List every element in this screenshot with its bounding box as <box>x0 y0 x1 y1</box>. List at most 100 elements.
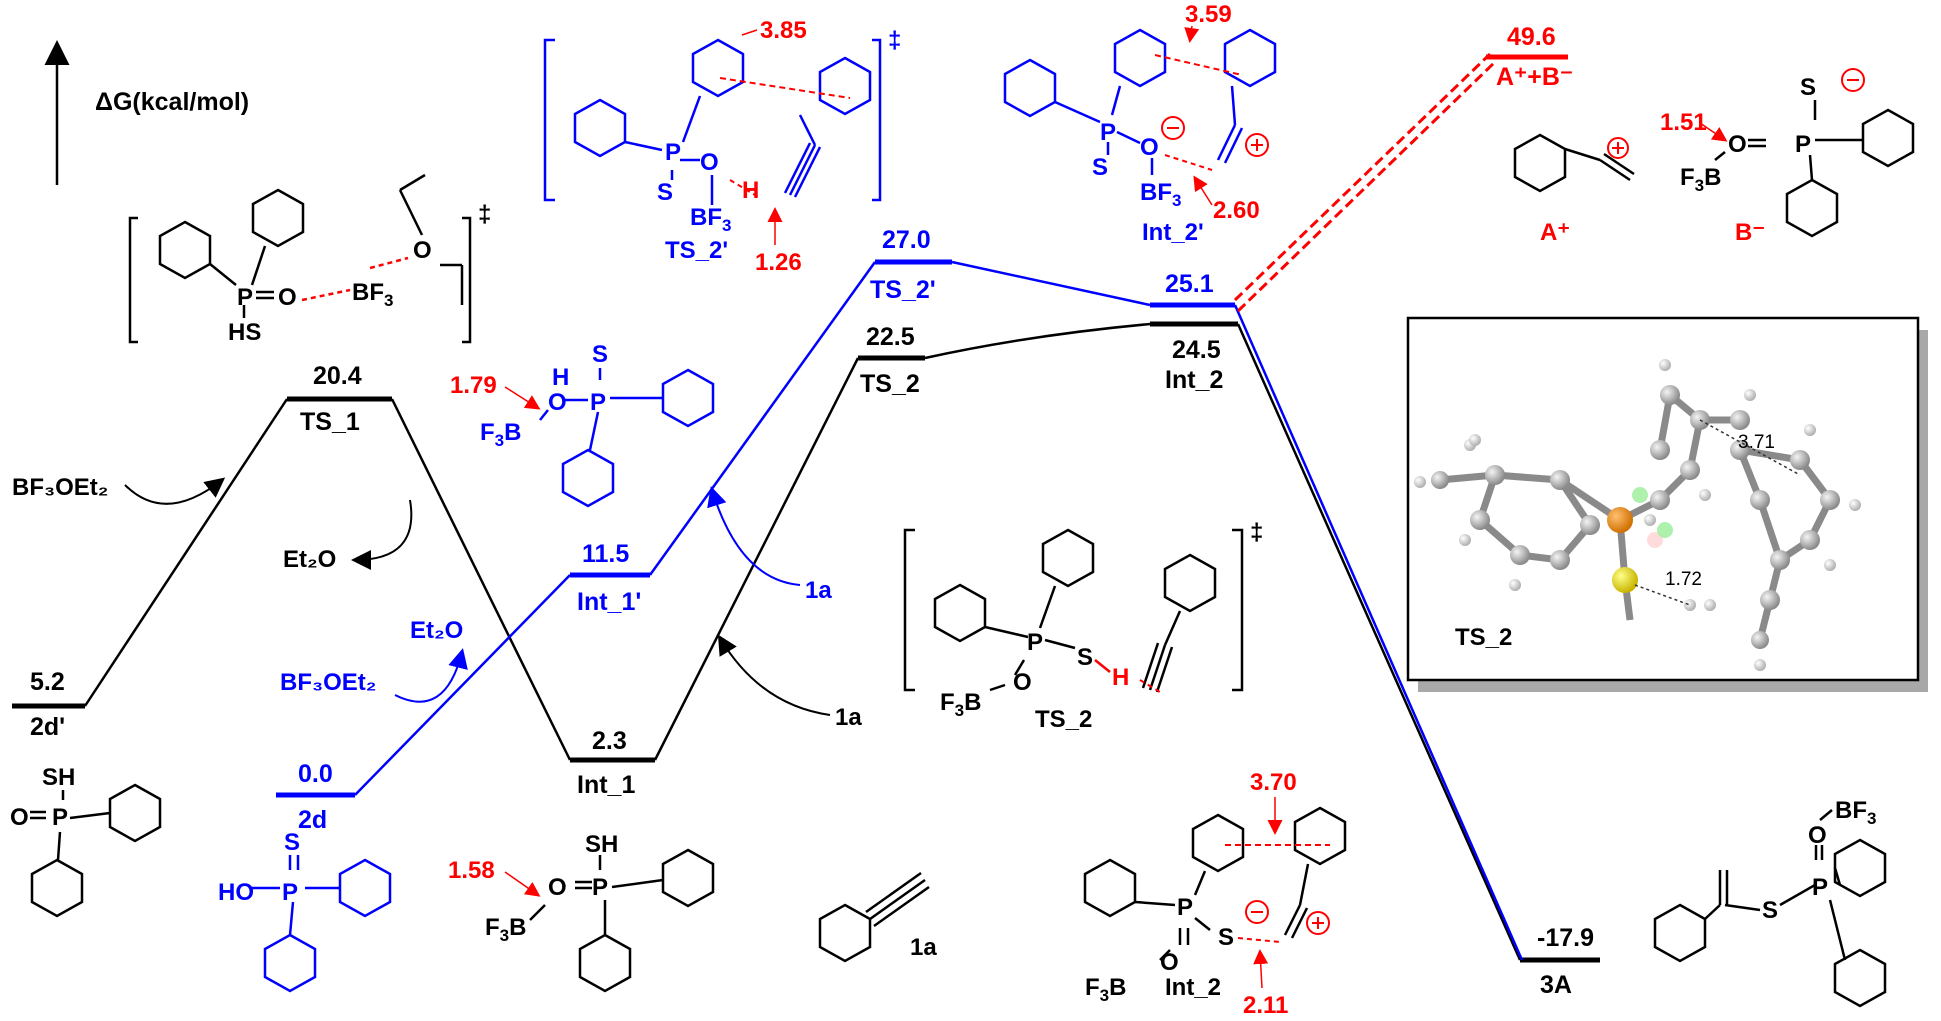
b-minus-atom-o: O <box>1728 131 1747 158</box>
name-3a: 3A <box>1540 971 1572 999</box>
ts2-dagger: ‡ <box>1250 519 1263 546</box>
ts2-atom-o: O <box>1013 669 1032 696</box>
value-ts2-prime: 27.0 <box>882 226 931 254</box>
ion-a-label: A⁺ <box>1540 219 1570 246</box>
structure-ts2 <box>903 528 1244 693</box>
int2p-atom-s: S <box>1092 154 1108 181</box>
value-a-plus-b-minus: 49.6 <box>1507 23 1556 51</box>
red-dissociation <box>1233 52 1497 313</box>
reagent-arrow-1a-blue <box>707 486 801 586</box>
int2-plus-charge <box>1306 911 1330 935</box>
int2-atom-s: S <box>1218 924 1234 951</box>
ts2p-atom-s: S <box>657 179 673 206</box>
name-2d: 2d <box>298 806 327 834</box>
ts2-red-bond <box>1094 659 1111 673</box>
name-ts2-prime: TS_2' <box>870 276 936 304</box>
blue-pathway <box>354 260 1524 961</box>
value-3a: -17.9 <box>1537 924 1594 952</box>
3a-atom-o: O <box>1808 822 1827 849</box>
ts2p-bf3: BF3 <box>690 204 731 235</box>
dist-int1p-bo: 1.79 <box>450 372 497 399</box>
ts1-atom-p: P <box>237 284 253 311</box>
value-int2-prime: 25.1 <box>1165 270 1214 298</box>
arrow-ts2p-top <box>741 29 758 36</box>
3a-atom-p: P <box>1812 874 1828 901</box>
reagent-arrow-bf3oet2 <box>124 477 226 505</box>
int2-atom-p: P <box>1177 894 1193 921</box>
ts2p-atom-h: H <box>742 177 759 204</box>
inset-distance-1: 3.71 <box>1738 432 1775 453</box>
int1p-atom-s: S <box>592 341 608 368</box>
ts1-atom-o-ether: O <box>413 237 432 264</box>
int1-atom-sh: SH <box>585 831 618 858</box>
value-2d: 0.0 <box>298 760 333 788</box>
structure-int1 <box>529 848 715 993</box>
name-ts1: TS_1 <box>300 408 360 436</box>
b-minus-f3b: F3B <box>1680 164 1721 195</box>
reagent-et2o-blue: Et₂O <box>410 617 463 644</box>
mol-1a-label: 1a <box>910 934 937 961</box>
b-minus-atom-s: S <box>1800 74 1816 101</box>
reagent-arrow-1a-black <box>717 634 831 716</box>
int2-red-dash-cs <box>1237 937 1281 943</box>
int1p-atom-h: H <box>552 364 569 391</box>
int1p-atom-p: P <box>590 389 606 416</box>
dist-int2p-bf: 2.60 <box>1213 197 1260 224</box>
structure-2d-prime <box>30 783 162 918</box>
reagent-bf3oet2-blue: BF₃OEt₂ <box>280 669 376 696</box>
dist-ts2p-top: 3.85 <box>760 17 807 44</box>
reagent-arrow-et2o <box>351 499 413 570</box>
arrow-int2p-bf <box>1193 175 1213 206</box>
structure-2d <box>250 855 392 993</box>
inset-caption: TS_2 <box>1455 624 1512 651</box>
2d-atom-s: S <box>284 829 300 856</box>
dist-int2-top: 3.70 <box>1250 769 1297 796</box>
2dp-atom-sh: SH <box>42 764 75 791</box>
ts2p-red-dash-top <box>719 77 851 99</box>
int2p-atom-p: P <box>1100 119 1116 146</box>
structure-ts2-prime <box>543 38 882 205</box>
int1-f3b: F3B <box>485 914 526 945</box>
int2p-bf3: BF3 <box>1140 179 1181 210</box>
ts1-atom-o: O <box>278 284 297 311</box>
ts2-atom-s: S <box>1077 644 1093 671</box>
structure-int2 <box>1083 806 1347 961</box>
ts2-red-dash <box>1139 679 1161 693</box>
name-a-plus-b-minus: A⁺+B⁻ <box>1496 63 1573 91</box>
structure-int2-prime <box>1003 28 1277 175</box>
int2p-red-dash-bf <box>1164 154 1213 171</box>
value-int2: 24.5 <box>1172 336 1221 364</box>
2dp-atom-o: O <box>10 804 29 831</box>
b-minus-atom-p: P <box>1795 131 1811 158</box>
ts2p-red-dash-h <box>729 179 761 199</box>
inset-model <box>1414 359 1861 671</box>
int2p-minus-charge <box>1161 116 1185 140</box>
int2p-struct-label: Int_2' <box>1142 219 1204 246</box>
arrow-int1-bo <box>504 871 541 897</box>
value-ts1: 20.4 <box>313 362 362 390</box>
structure-3a <box>1653 809 1887 1008</box>
black-levels <box>12 321 1600 963</box>
2d-atom-ho: HO <box>218 879 254 906</box>
structure-int1-prime <box>539 368 715 508</box>
int2p-atom-o: O <box>1140 134 1159 161</box>
int2-f3b: F3B <box>1085 974 1126 1005</box>
reagent-1a-black: 1a <box>835 704 862 731</box>
2dp-atom-p: P <box>52 804 68 831</box>
ts2p-dagger: ‡ <box>888 27 901 54</box>
arrow-int2p-top <box>1184 25 1200 43</box>
dist-b-bo: 1.51 <box>1660 109 1707 136</box>
ion-b-label: B⁻ <box>1735 219 1765 246</box>
dist-ts2p-h: 1.26 <box>755 249 802 276</box>
arrow-b-bo <box>1699 122 1728 142</box>
ts1-bf3: BF3 <box>352 279 393 310</box>
ts2-atom-p: P <box>1027 629 1043 656</box>
ts2-struct-label: TS_2 <box>1035 706 1092 733</box>
ts1-dagger: ‡ <box>478 201 491 228</box>
int1-atom-p: P <box>592 874 608 901</box>
structure-1a <box>818 871 930 963</box>
structure-a-plus <box>1513 133 1635 193</box>
black-pathway <box>83 322 1522 961</box>
structure-b-minus <box>1714 100 1915 238</box>
